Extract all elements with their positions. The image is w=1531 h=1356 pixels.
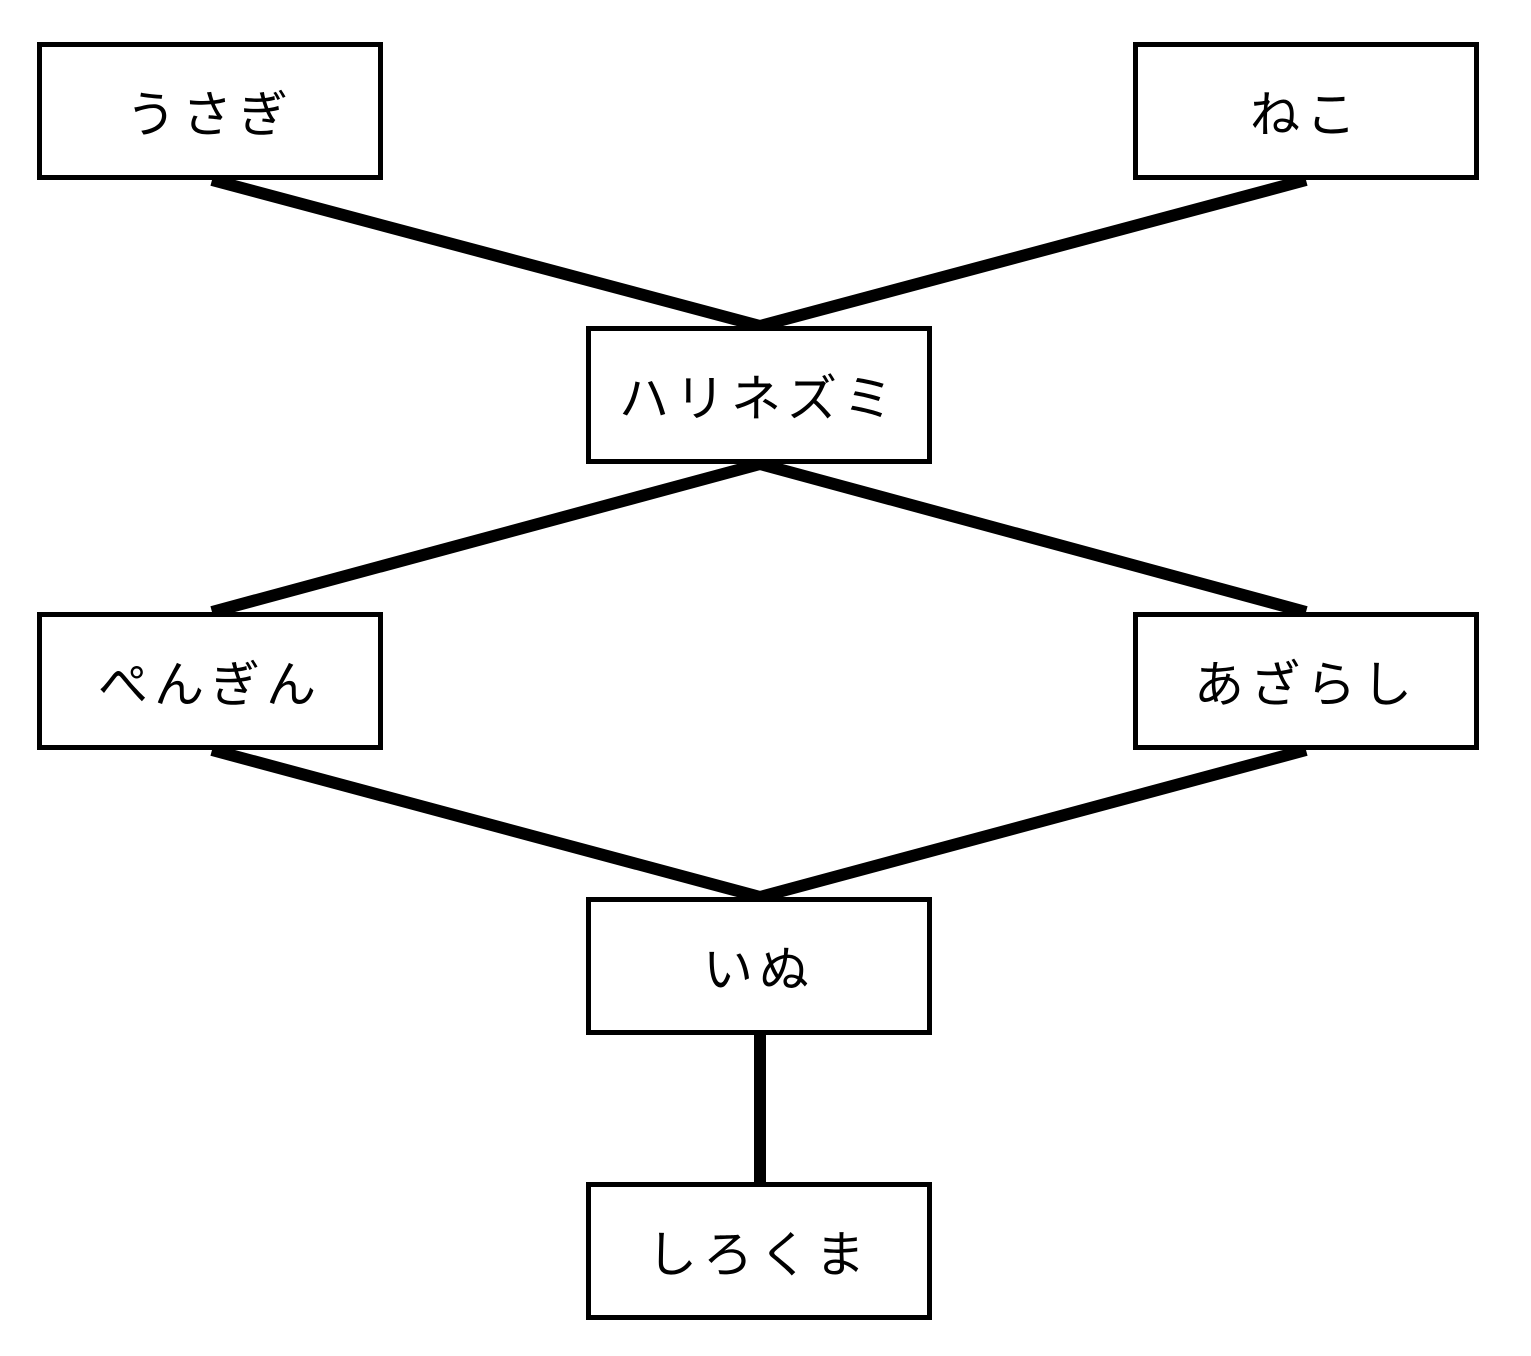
node-azarashi: あざらし	[1133, 612, 1479, 750]
node-label-harinezumi: ハリネズミ	[619, 370, 899, 428]
node-inu: いぬ	[586, 897, 932, 1035]
node-neko: ねこ	[1133, 42, 1479, 180]
edge-neko-harinezumi	[758, 174, 1308, 332]
node-pengin: ぺんぎん	[37, 612, 383, 750]
node-label-azarashi: あざらし	[1194, 656, 1418, 714]
node-label-usagi: うさぎ	[126, 86, 294, 144]
edge-pengin-inu	[210, 744, 762, 903]
node-usagi: うさぎ	[37, 42, 383, 180]
edge-harinezumi-azarashi	[758, 458, 1308, 618]
edge-usagi-harinezumi	[210, 174, 762, 332]
node-label-shirokuma: しろくま	[647, 1226, 871, 1284]
edge-harinezumi-pengin	[210, 458, 762, 618]
edge-azarashi-inu	[758, 744, 1308, 903]
node-shirokuma: しろくま	[586, 1182, 932, 1320]
node-harinezumi: ハリネズミ	[586, 326, 932, 464]
node-label-neko: ねこ	[1250, 86, 1362, 144]
node-label-inu: いぬ	[703, 941, 815, 999]
node-label-pengin: ぺんぎん	[98, 656, 322, 714]
